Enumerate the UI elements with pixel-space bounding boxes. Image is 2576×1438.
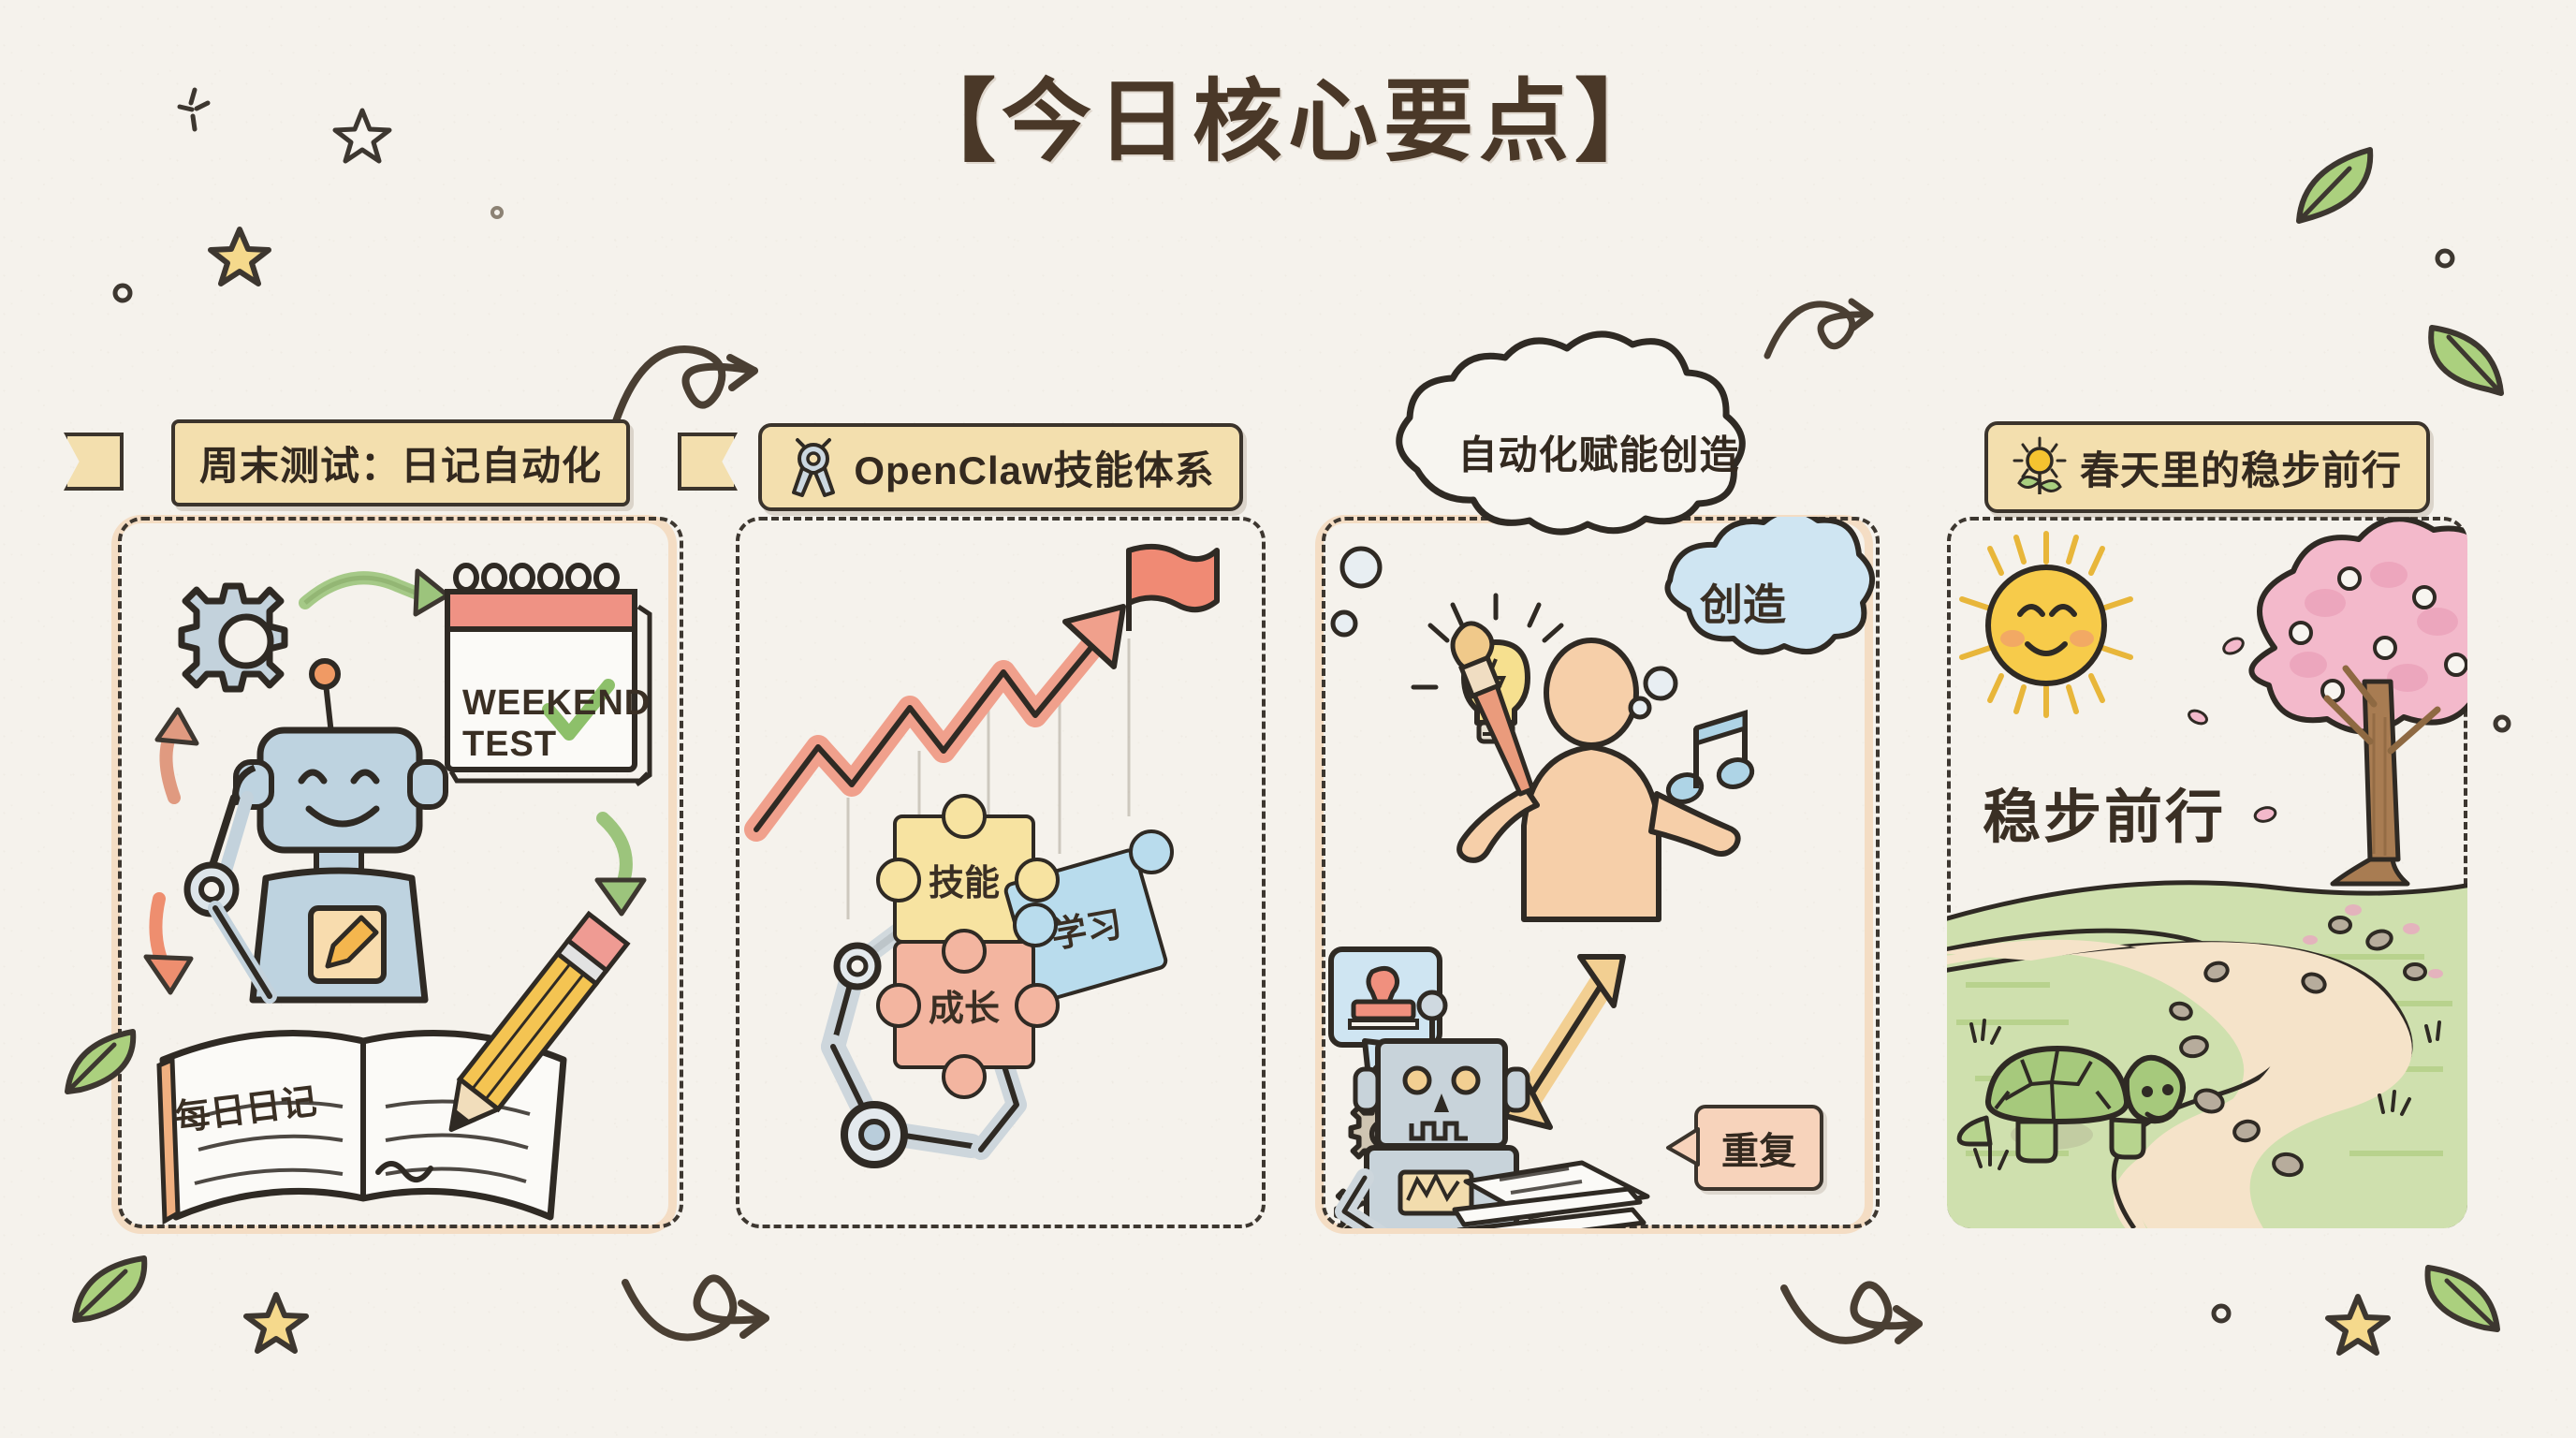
sunflower-icon [2012, 436, 2067, 494]
turtle-icon [1956, 1046, 2186, 1164]
leaf-green-icon [2428, 325, 2504, 396]
paintbrush-icon [1450, 621, 1535, 797]
steady-progress-label: 稳步前行 [1983, 785, 2227, 850]
star-outline-icon [332, 108, 392, 164]
leaf-green-icon [72, 1255, 148, 1323]
scene-robot-writing-diary [143, 562, 652, 1225]
robot-icon [183, 658, 448, 1004]
gear-icon [178, 582, 288, 693]
pencil-icon [375, 910, 631, 1182]
sparkle-icon [177, 87, 211, 132]
panel-body: 稳步前行 [1947, 517, 2467, 1228]
panel-header-label: 自动化赋能创造 [1457, 433, 1740, 477]
ribbon-tail-left [64, 433, 124, 491]
panel-body: 创造 重复 [1322, 517, 1880, 1228]
music-note-icon [1665, 709, 1755, 804]
page-title: 【今日核心要点】 [906, 72, 1670, 172]
creativity-thought-cloud [1664, 517, 1876, 655]
star-yellow-icon [2325, 1294, 2391, 1356]
rising-arrow-icon [744, 604, 1126, 842]
panel-header-label: OpenClaw技能体系 [854, 448, 1215, 492]
puzzle-skill-label: 技能 [928, 863, 1000, 903]
leaf-green-icon [2296, 147, 2374, 224]
dot-circle-icon [2211, 1303, 2232, 1324]
repeat-chip-tail [1666, 1127, 1700, 1167]
scene-human-robot [1328, 517, 1876, 1228]
panel-header-openclaw-skills[interactable]: OpenClaw技能体系 [736, 418, 1266, 517]
robot-icon [1335, 990, 1530, 1228]
ribbon-tail-right [678, 433, 738, 491]
puzzle-knobs [876, 794, 1174, 1099]
curly-arrow-icon [612, 345, 758, 425]
panel-frame [736, 517, 1266, 1228]
panel-header-label: 春天里的稳步前行 [2079, 448, 2402, 492]
cherry-blossom-tree-icon [2248, 517, 2467, 887]
creativity-bubble-label: 创造 [1700, 580, 1786, 629]
ribbon-plate: OpenClaw技能体系 [758, 423, 1243, 511]
curly-arrow-icon [622, 1274, 769, 1342]
panel-header-automation-creativity[interactable]: 自动化赋能创造 [1355, 330, 1842, 537]
panel-frame [111, 515, 683, 1234]
dot-circle-icon [112, 283, 133, 303]
robot-claw-icon [792, 438, 836, 497]
person-icon [1456, 638, 1741, 922]
panel-header-steady-spring[interactable]: 春天里的稳步前行 [1947, 418, 2467, 517]
panel-header-label: 周末测试：日记自动化 [198, 443, 602, 488]
double-arrow-icon [1502, 954, 1626, 1130]
flag-icon [1126, 543, 1220, 631]
panel-openclaw-skills[interactable]: 技能 学习 成长 [736, 517, 1266, 1228]
star-yellow-icon [243, 1292, 309, 1354]
ribbon-plate: 春天里的稳步前行 [1983, 421, 2430, 513]
curly-arrow-icon [1780, 1281, 1923, 1344]
dot-circle-icon [2435, 248, 2455, 269]
dot-circle-icon [490, 206, 504, 219]
panel-automation-creativity[interactable]: 创造 重复 [1315, 515, 1880, 1234]
calendar-label-line2: TEST [462, 725, 558, 764]
repeat-chip: 重复 [1694, 1105, 1823, 1191]
curly-arrow-icon [1764, 298, 1874, 360]
leaf-green-icon [2424, 1265, 2500, 1332]
panel-weekend-test[interactable]: WEEKEND TEST 每日日记 [111, 515, 683, 1234]
repeat-chip-label: 重复 [1721, 1131, 1796, 1172]
puzzle-growth-label: 成长 [928, 989, 1000, 1029]
star-yellow-icon [208, 227, 271, 286]
leaf-green-icon [65, 1029, 137, 1094]
scene-puzzle-growth-chart [744, 543, 1220, 1168]
panel-header-weekend-test[interactable]: 周末测试：日记自动化 [64, 408, 738, 517]
calendar-icon [445, 562, 652, 787]
stamp-icon [1348, 966, 1419, 1030]
thought-cloud-shape [1396, 330, 1746, 536]
panel-body: 技能 学习 成长 [736, 517, 1266, 1228]
calendar-label-line1: WEEKEND [462, 683, 651, 723]
dot-circle-icon [2493, 714, 2511, 733]
panel-steady-spring[interactable]: 稳步前行 [1947, 517, 2467, 1228]
sun-smiling-icon [1959, 531, 2133, 718]
scene-turtle-spring-path [1947, 517, 2467, 1228]
panel-body: WEEKEND TEST 每日日记 [118, 517, 683, 1228]
ribbon-plate: 周末测试：日记自动化 [170, 418, 630, 506]
paper-stack-icon [1452, 1160, 1650, 1228]
